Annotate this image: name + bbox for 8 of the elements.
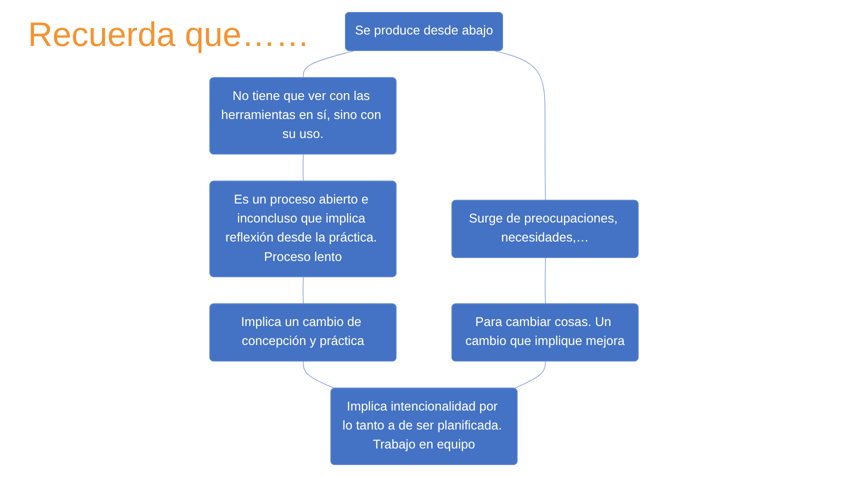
- connector: [302, 50, 354, 78]
- title: Recuerda que……: [28, 16, 310, 55]
- connector: [494, 50, 546, 202]
- connector: [513, 361, 546, 389]
- connector: [302, 361, 336, 389]
- connector: [544, 258, 546, 305]
- connector: [302, 276, 304, 305]
- connector: [302, 154, 304, 182]
